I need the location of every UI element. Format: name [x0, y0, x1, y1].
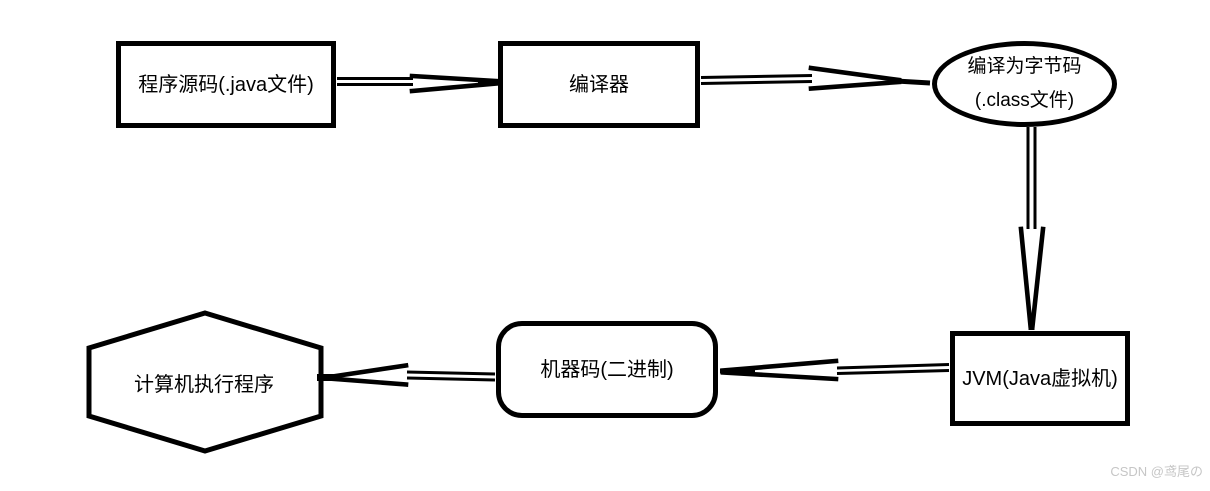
node-machine-code-label: 机器码(二进制) — [540, 358, 674, 381]
arrow-compiler-to-bytecode — [700, 65, 931, 91]
node-machine-code: 机器码(二进制) — [496, 321, 718, 418]
node-bytecode-ellipse: 编译为字节码 (.class文件) — [932, 41, 1117, 127]
node-bytecode-label-line2: (.class文件) — [974, 90, 1075, 111]
node-execute-hexagon — [86, 310, 324, 454]
node-source-code-label: 程序源码(.java文件) — [138, 73, 314, 96]
hexagon-shape — [86, 310, 324, 454]
node-jvm-label: JVM(Java虚拟机) — [962, 367, 1118, 390]
node-compiler-label: 编译器 — [569, 73, 629, 96]
arrow-machine-code-to-execute — [317, 362, 496, 387]
node-compiler: 编译器 — [498, 41, 700, 128]
arrow-jvm-to-machine-code — [720, 358, 950, 382]
node-source-code: 程序源码(.java文件) — [116, 41, 336, 128]
node-execute-label: 计算机执行程序 — [134, 373, 274, 396]
arrow-bytecode-to-jvm — [1018, 127, 1046, 330]
node-bytecode-label-line1: 编译为字节码 — [967, 55, 1082, 77]
csdn-watermark: CSDN @鸢尾の — [1110, 464, 1203, 479]
arrow-source-to-compiler — [337, 73, 499, 94]
node-jvm: JVM(Java虚拟机) — [950, 331, 1130, 426]
